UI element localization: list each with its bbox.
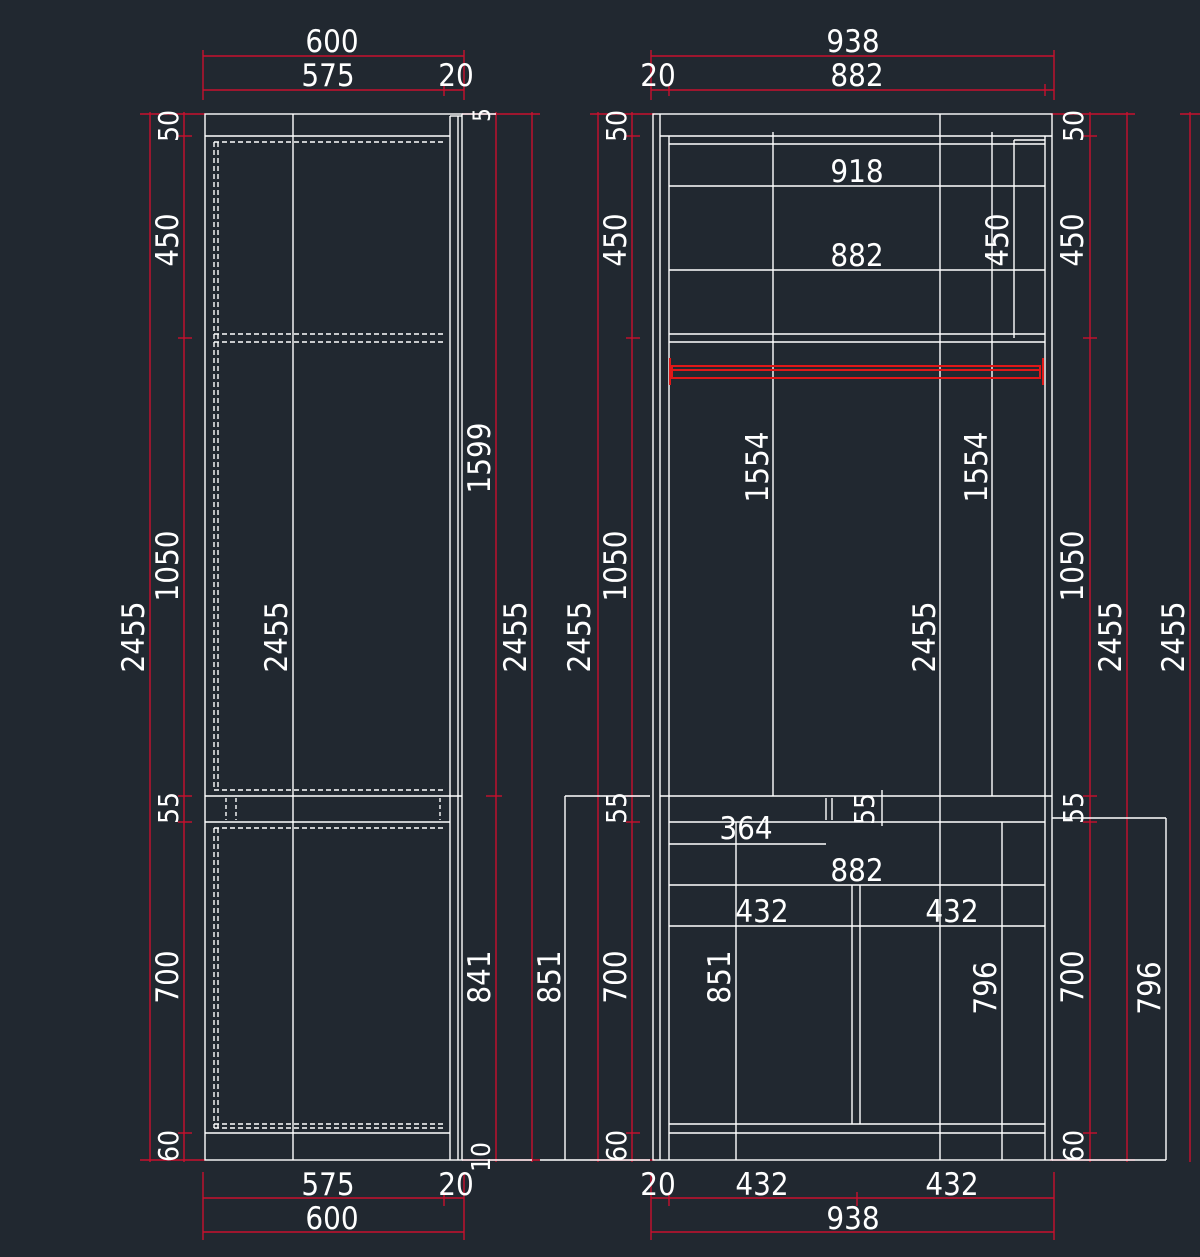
front-right-700: 700 xyxy=(1055,950,1091,1003)
front-right-60: 60 xyxy=(1057,1130,1090,1162)
front-door-right: 432 xyxy=(925,894,978,930)
front-left-1050: 1050 xyxy=(598,531,634,602)
front-right-55: 55 xyxy=(1057,792,1090,824)
side-left-700: 700 xyxy=(150,950,186,1003)
front-bottom-side: 20 xyxy=(640,1167,675,1203)
front-inner-upper-width: 882 xyxy=(830,238,883,274)
front-right-total: 2455 xyxy=(1093,602,1129,673)
front-shelf-height: 450 xyxy=(980,213,1016,266)
front-far-right-total: 2455 xyxy=(1156,602,1192,673)
side-left-60: 60 xyxy=(152,1130,185,1162)
side-right-top: 5 xyxy=(468,108,496,122)
side-left-50: 50 xyxy=(152,110,185,142)
front-bottom-right-door: 432 xyxy=(925,1167,978,1203)
front-left-450: 450 xyxy=(598,213,634,266)
front-right-450: 450 xyxy=(1055,213,1091,266)
front-lower-right-height: 796 xyxy=(968,961,1004,1014)
front-drawer-label: 364 xyxy=(719,811,772,847)
front-inner-top-width: 918 xyxy=(830,154,883,190)
side-right-lower: 841 xyxy=(462,950,498,1003)
side-left-450: 450 xyxy=(150,213,186,266)
side-top-back: 20 xyxy=(438,58,473,94)
side-right-total: 2455 xyxy=(498,602,534,673)
cabinet-outline xyxy=(204,113,1167,1161)
front-center-height: 2455 xyxy=(907,602,943,673)
side-bottom-depth: 575 xyxy=(301,1167,354,1203)
front-door-left: 432 xyxy=(735,894,788,930)
side-left-55: 55 xyxy=(152,792,185,824)
side-bottom-back: 20 xyxy=(438,1167,473,1203)
front-top-overall: 938 xyxy=(826,24,879,60)
side-left-total: 2455 xyxy=(116,602,152,673)
front-hang-right: 1554 xyxy=(959,432,995,503)
front-left-total: 2455 xyxy=(562,602,598,673)
side-bottom-overall: 600 xyxy=(305,1201,358,1237)
side-left-1050: 1050 xyxy=(150,531,186,602)
front-lower-width: 882 xyxy=(830,853,883,889)
front-right-1050: 1050 xyxy=(1055,531,1091,602)
front-bottom-overall: 938 xyxy=(826,1201,879,1237)
front-left-700: 700 xyxy=(598,950,634,1003)
front-top-side: 20 xyxy=(640,58,675,94)
front-left-50: 50 xyxy=(600,110,633,142)
hanging-rail xyxy=(669,358,1044,385)
front-left-55: 55 xyxy=(600,792,633,824)
side-right-bottom: 10 xyxy=(467,1142,497,1172)
side-right-upper: 1599 xyxy=(462,423,498,494)
front-lower-left-height: 851 xyxy=(702,950,738,1003)
side-top-overall: 600 xyxy=(305,24,358,60)
side-lower-height: 851 xyxy=(532,950,568,1003)
front-top-inner: 882 xyxy=(830,58,883,94)
side-inner-height: 2455 xyxy=(259,602,295,673)
side-top-depth: 575 xyxy=(301,58,354,94)
front-right-50: 50 xyxy=(1057,110,1090,142)
front-divider: 55 xyxy=(848,793,881,825)
front-left-60: 60 xyxy=(600,1130,633,1162)
dimension-lines xyxy=(140,50,1200,1240)
front-hang-left: 1554 xyxy=(740,432,776,503)
front-bottom-left-door: 432 xyxy=(735,1167,788,1203)
front-far-right-lower: 796 xyxy=(1132,961,1168,1014)
